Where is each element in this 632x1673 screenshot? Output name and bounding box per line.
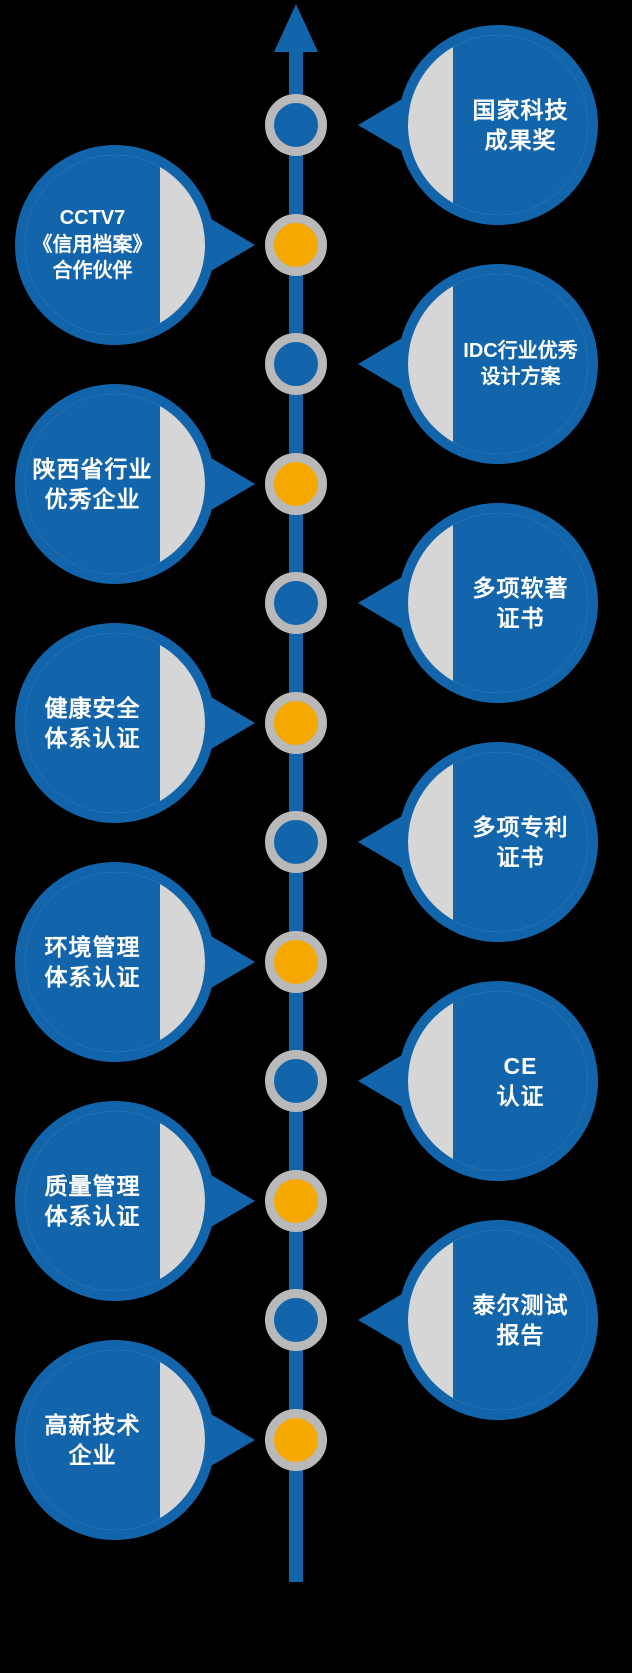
balloon-fill: 多项专利 证书 xyxy=(453,752,588,932)
balloon-core: 泰尔测试 报告 xyxy=(408,1230,588,1410)
timeline-node xyxy=(265,453,327,515)
balloon-fill: CE 认证 xyxy=(453,991,588,1171)
balloon-fill: 泰尔测试 报告 xyxy=(453,1230,588,1410)
timeline-node xyxy=(265,1050,327,1112)
balloon-fill: 环境管理 体系认证 xyxy=(25,872,160,1052)
timeline-node xyxy=(265,214,327,276)
balloon-fill: 陕西省行业 优秀企业 xyxy=(25,394,160,574)
timeline-node xyxy=(265,1289,327,1351)
balloon-pointer-icon xyxy=(358,338,402,390)
milestone-balloon: 质量管理 体系认证 xyxy=(15,1101,255,1301)
balloon-core: 质量管理 体系认证 xyxy=(25,1111,205,1291)
balloon-fill: 健康安全 体系认证 xyxy=(25,633,160,813)
balloon-fill: 质量管理 体系认证 xyxy=(25,1111,160,1291)
timeline-node xyxy=(265,1170,327,1232)
balloon-label: 多项专利 证书 xyxy=(472,813,569,870)
timeline-node xyxy=(265,931,327,993)
balloon-pointer-icon xyxy=(211,219,255,271)
balloon-label: 陕西省行业 优秀企业 xyxy=(32,455,153,512)
arrow-up-icon xyxy=(274,4,318,52)
balloon-pointer-icon xyxy=(211,1414,255,1466)
balloon-label: 健康安全 体系认证 xyxy=(44,694,141,751)
timeline-node xyxy=(265,1409,327,1471)
milestone-balloon: 高新技术 企业 xyxy=(15,1340,255,1540)
balloon-fill: IDC行业优秀 设计方案 xyxy=(453,274,588,454)
balloon-pointer-icon xyxy=(211,697,255,749)
balloon-fill: 高新技术 企业 xyxy=(25,1350,160,1530)
balloon-core: CE 认证 xyxy=(408,991,588,1171)
balloon-core: 环境管理 体系认证 xyxy=(25,872,205,1052)
balloon-core: 多项专利 证书 xyxy=(408,752,588,932)
balloon-core: 多项软著 证书 xyxy=(408,513,588,693)
balloon-label: 多项软著 证书 xyxy=(472,574,569,631)
balloon-core: CCTV7 《信用档案》 合作伙伴 xyxy=(25,155,205,335)
balloon-label: 高新技术 企业 xyxy=(44,1411,141,1468)
balloon-core: 高新技术 企业 xyxy=(25,1350,205,1530)
balloon-label: 泰尔测试 报告 xyxy=(472,1291,569,1348)
balloon-core: 国家科技 成果奖 xyxy=(408,35,588,215)
timeline-node xyxy=(265,333,327,395)
timeline-node xyxy=(265,94,327,156)
milestone-balloon: 泰尔测试 报告 xyxy=(358,1220,598,1420)
balloon-label: 环境管理 体系认证 xyxy=(44,933,141,990)
balloon-fill: 多项软著 证书 xyxy=(453,513,588,693)
milestone-balloon: IDC行业优秀 设计方案 xyxy=(358,264,598,464)
milestone-balloon: 陕西省行业 优秀企业 xyxy=(15,384,255,584)
milestone-balloon: 国家科技 成果奖 xyxy=(358,25,598,225)
milestone-balloon: 多项专利 证书 xyxy=(358,742,598,942)
balloon-label: 国家科技 成果奖 xyxy=(472,96,569,153)
balloon-pointer-icon xyxy=(358,99,402,151)
balloon-fill: CCTV7 《信用档案》 合作伙伴 xyxy=(25,155,160,335)
timeline-node xyxy=(265,811,327,873)
timeline-node xyxy=(265,692,327,754)
balloon-pointer-icon xyxy=(358,816,402,868)
milestone-balloon: 多项软著 证书 xyxy=(358,503,598,703)
balloon-pointer-icon xyxy=(358,577,402,629)
balloon-label: IDC行业优秀 设计方案 xyxy=(463,339,578,388)
balloon-pointer-icon xyxy=(211,936,255,988)
balloon-label: CE 认证 xyxy=(496,1052,545,1109)
balloon-core: 健康安全 体系认证 xyxy=(25,633,205,813)
balloon-pointer-icon xyxy=(211,458,255,510)
timeline-node xyxy=(265,572,327,634)
balloon-label: CCTV7 《信用档案》 合作伙伴 xyxy=(32,207,153,283)
milestone-balloon: 健康安全 体系认证 xyxy=(15,623,255,823)
milestone-balloon: CE 认证 xyxy=(358,981,598,1181)
balloon-core: 陕西省行业 优秀企业 xyxy=(25,394,205,574)
balloon-label: 质量管理 体系认证 xyxy=(44,1172,141,1229)
balloon-pointer-icon xyxy=(211,1175,255,1227)
balloon-pointer-icon xyxy=(358,1294,402,1346)
balloon-fill: 国家科技 成果奖 xyxy=(453,35,588,215)
balloon-core: IDC行业优秀 设计方案 xyxy=(408,274,588,454)
milestone-balloon: 环境管理 体系认证 xyxy=(15,862,255,1062)
balloon-pointer-icon xyxy=(358,1055,402,1107)
milestone-balloon: CCTV7 《信用档案》 合作伙伴 xyxy=(15,145,255,345)
